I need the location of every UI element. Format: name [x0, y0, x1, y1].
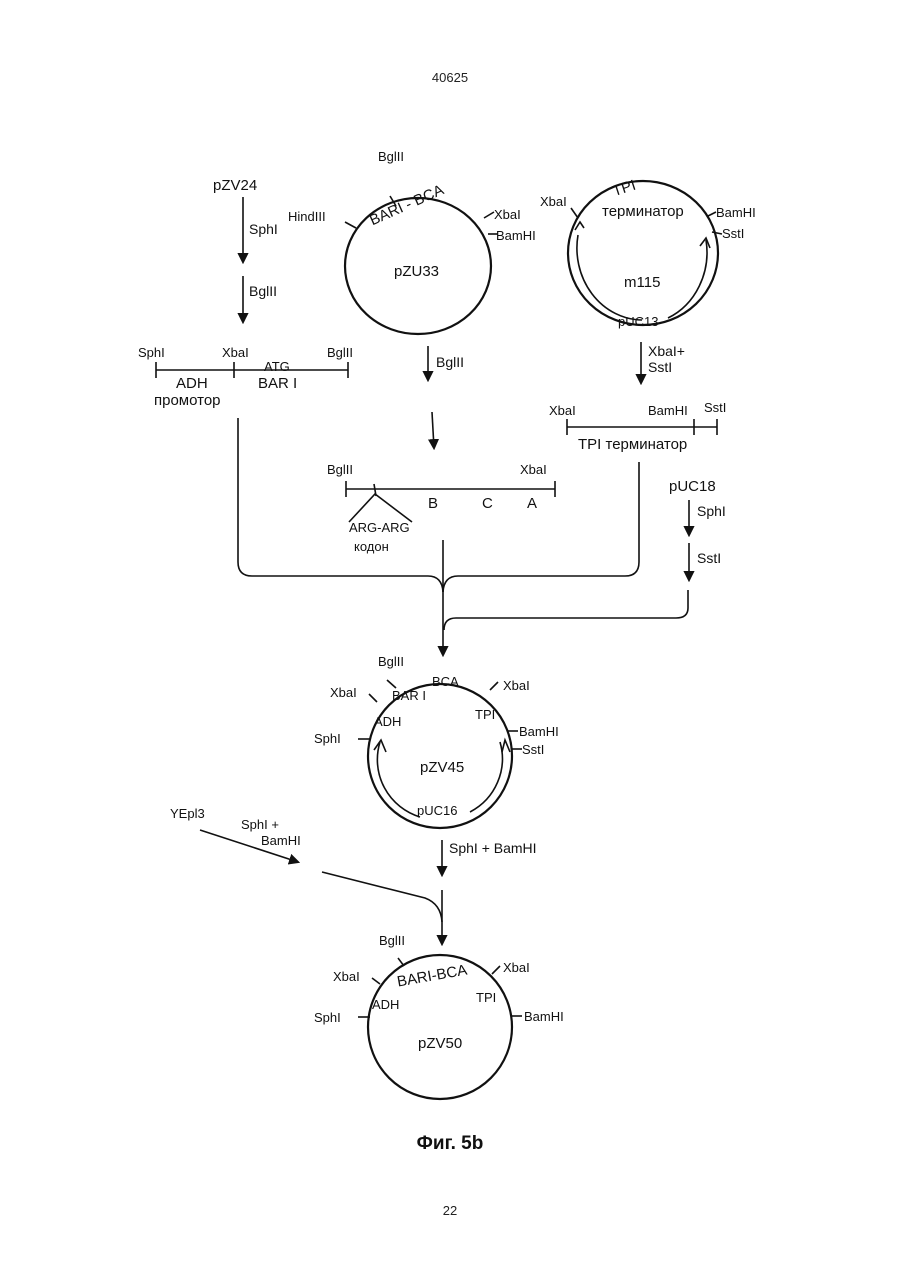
pzv45-site-xbai-left: XbaI [330, 685, 357, 700]
pzv45-gene-tpi: TPI [475, 707, 495, 722]
m115-backbone-puc13: pUC13 [618, 314, 658, 329]
bca-region-b: B [428, 495, 438, 512]
bca-site-xbai: XbaI [520, 462, 547, 477]
pzu33-second-arrow [432, 412, 434, 448]
tpi-site-ssti: SstI [704, 400, 726, 415]
pzv24-step-bglii: BglII [249, 283, 277, 299]
m115-site-ssti: SstI [722, 226, 744, 241]
bca-region-c: C [482, 495, 493, 512]
fragment-site-sphi: SphI [138, 345, 165, 360]
pzv24-label: pZV24 [213, 177, 257, 194]
pzv50-gene-bari-bca: BARI-BCA [396, 962, 469, 991]
yepl3-label: YEpl3 [170, 806, 205, 821]
pzu33-step-bglii: BglII [436, 354, 464, 370]
m115-gene-terminator: терминатор [602, 203, 684, 220]
pzv45-gene-adh: ADH [374, 714, 401, 729]
pzu33-site-bamhi: BamHI [496, 228, 536, 243]
m115-plasmid: TPI терминатор m115 pUC13 XbaI BamHI Sst… [540, 177, 756, 329]
fragment-site-bglii: BglII [327, 345, 353, 360]
pzv45-site-ssti: SstI [522, 742, 544, 757]
yepl3-join-line [322, 872, 442, 922]
bca-site-bglii: BglII [327, 462, 353, 477]
pzu33-site-xbai: XbaI [494, 207, 521, 222]
pzv45-step: SphI + BamHI [449, 840, 537, 856]
tpi-site-bamhi: BamHI [648, 403, 688, 418]
m115-site-xbai: XbaI [540, 194, 567, 209]
tpi-terminator-label: TPI терминатор [578, 436, 687, 453]
pzv45-site-xbai-right: XbaI [503, 678, 530, 693]
pzv45-site-bglii: BglII [378, 654, 404, 669]
pzv45-plasmid: BglII XbaI SphI XbaI BamHI SstI BCA BAR … [314, 654, 559, 828]
pzv50-site-sphi: SphI [314, 1010, 341, 1025]
m115-gene-tpi: TPI [610, 177, 637, 200]
puc18-step-sphi: SphI [697, 503, 726, 519]
pzv45-site-bamhi: BamHI [519, 724, 559, 739]
tpi-site-xbai: XbaI [549, 403, 576, 418]
pzv50-gene-adh: ADH [372, 997, 399, 1012]
pzv50-site-bamhi: BamHI [524, 1009, 564, 1024]
pzu33-plasmid: BglII HindIII XbaI BamHI BARI - BCA pZU3… [288, 149, 536, 334]
fragment-adh: ADH [176, 375, 208, 392]
yepl3-step-sphi: SphI + [241, 817, 279, 832]
pzv50-site-xbai-right: XbaI [503, 960, 530, 975]
fragment-atg: ATG [264, 359, 290, 374]
pzv50-name: pZV50 [418, 1035, 462, 1052]
bca-region-a: A [527, 495, 537, 512]
fragment-bar1: BAR I [258, 375, 297, 392]
figure-caption: Фиг. 5b [0, 1133, 900, 1155]
pzu33-site-bglii: BglII [378, 149, 404, 164]
pzv50-site-xbai-left: XbaI [333, 969, 360, 984]
m115-step-ssti: SstI [648, 359, 672, 375]
adh-bar-fragment: SphI XbaI BglII ATG ADH BAR I промотор [138, 345, 353, 409]
pzv50-site-bglii: BglII [379, 933, 405, 948]
pzv45-gene-bca: BCA [432, 674, 459, 689]
page-number: 22 [0, 1203, 900, 1218]
pzv24-step-sphi: SphI [249, 221, 278, 237]
bca-codon: ARG-ARG [349, 520, 410, 535]
tpi-terminator-fragment: XbaI BamHI SstI TPI терминатор [549, 400, 726, 453]
puc18-step-ssti: SstI [697, 550, 721, 566]
pzv45-name: pZV45 [420, 759, 464, 776]
bca-codon-label: кодон [354, 539, 389, 554]
pzv50-gene-tpi: TPI [476, 990, 496, 1005]
pzv45-gene-bar1: BAR I [392, 688, 426, 703]
pzv50-plasmid: BglII XbaI SphI XbaI BamHI BARI-BCA ADH … [314, 933, 564, 1099]
pzv45-backbone-puc16: pUC16 [417, 803, 457, 818]
m115-site-bamhi: BamHI [716, 205, 756, 220]
pzu33-gene-bari-bca: BARI - BCA [367, 181, 446, 229]
puc18-label: pUC18 [669, 478, 716, 495]
pzv45-site-sphi: SphI [314, 731, 341, 746]
pzu33-name: pZU33 [394, 263, 439, 280]
m115-step-xbai: XbaI+ [648, 343, 685, 359]
yepl3-step-bamhi: BamHI [261, 833, 301, 848]
bca-fragment: BglII XbaI B C A ARG-ARG кодон [327, 462, 555, 554]
fragment-site-xbai: XbaI [222, 345, 249, 360]
pzu33-site-hindiii: HindIII [288, 209, 326, 224]
ligation-brace [238, 418, 688, 655]
m115-name: m115 [624, 274, 660, 291]
fragment-promoter: промотор [154, 392, 221, 409]
